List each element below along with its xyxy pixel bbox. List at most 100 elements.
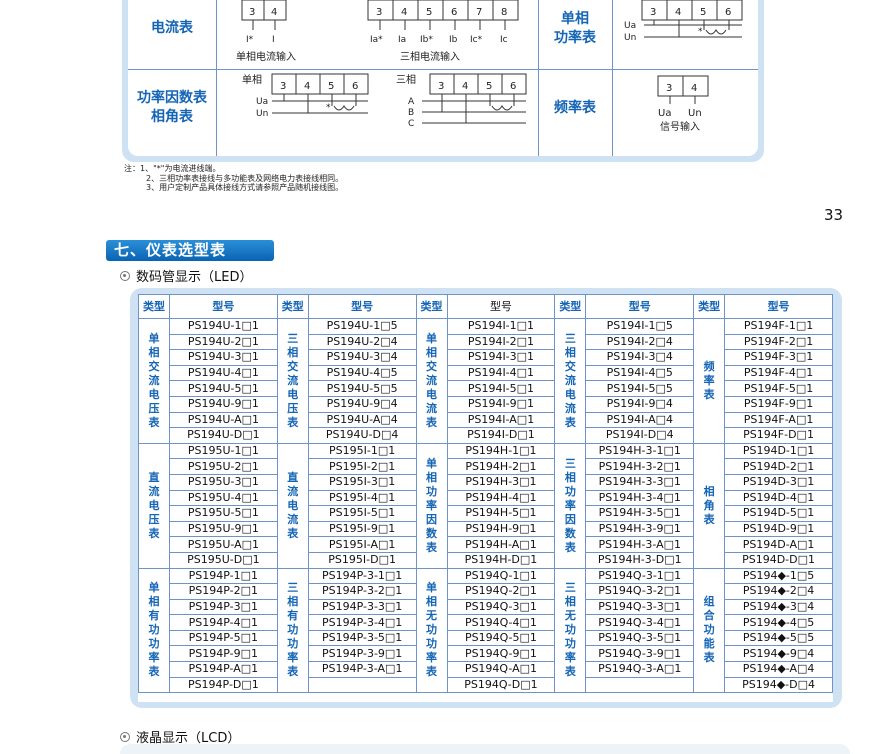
model-cell: PS194I-5□5 bbox=[585, 380, 695, 397]
model-cell: PS194Q-1□1 bbox=[446, 567, 556, 585]
type-cell: 相角表 bbox=[693, 442, 726, 569]
model-cell: PS194U-D□1 bbox=[168, 427, 278, 444]
model-cell: PS195U-1□1 bbox=[168, 442, 278, 460]
wire-label: A bbox=[408, 97, 415, 107]
model-cell: PS194H-3□1 bbox=[446, 473, 556, 491]
wiring-panel-inner: 电流表 单相 功率表 功率因数表 相角表 频率表 3 4 I* I 单相电流输入… bbox=[128, 0, 758, 156]
terminal-label: 4 bbox=[691, 83, 697, 94]
header-model: 型号 bbox=[307, 294, 417, 319]
model-cell: PS194I-1□5 bbox=[585, 318, 695, 335]
led-heading-label: 数码管显示（LED） bbox=[136, 270, 253, 285]
type-cell: 三相无功功率表 bbox=[554, 567, 587, 694]
model-cell: PS194P-5□1 bbox=[168, 629, 278, 647]
type-cell: 单相无功功率表 bbox=[415, 567, 448, 694]
header-type: 类型 bbox=[415, 294, 448, 319]
model-cell: PS194F-9□1 bbox=[724, 395, 833, 413]
lcd-heading: 液晶显示（LCD） bbox=[120, 727, 240, 746]
wire-label: Un bbox=[688, 108, 702, 119]
type-cell: 三相有功功率表 bbox=[276, 567, 309, 694]
model-cell: PS195I-9□1 bbox=[307, 520, 417, 538]
model-cell: PS195I-D□1 bbox=[307, 551, 417, 569]
model-cell: PS195U-2□1 bbox=[168, 458, 278, 475]
model-cell: PS194D-A□1 bbox=[724, 536, 833, 553]
three-phase-label: 三相 bbox=[396, 73, 416, 86]
star-mark: * bbox=[698, 27, 703, 37]
wire-label: Ia bbox=[398, 35, 406, 45]
model-cell: PS194◆-D□4 bbox=[724, 676, 833, 694]
wire-label: I bbox=[272, 35, 275, 45]
model-cell: PS194P-3-2□1 bbox=[307, 583, 417, 600]
lcd-heading-label: 液晶显示（LCD） bbox=[136, 731, 241, 746]
lcd-table-frame bbox=[120, 744, 850, 754]
model-cell: PS194F-5□1 bbox=[724, 380, 833, 397]
header-model: 型号 bbox=[585, 294, 695, 319]
type-cell: 单相交流电流表 bbox=[415, 318, 448, 444]
model-cell: PS194Q-3□1 bbox=[446, 598, 556, 616]
category-label: 功率因数表 相角表 bbox=[137, 90, 207, 125]
model-cell: PS194I-A□1 bbox=[446, 411, 556, 429]
wire-label: Ua bbox=[256, 97, 268, 107]
model-cell: PS194H-9□1 bbox=[446, 520, 556, 538]
header-type: 类型 bbox=[138, 294, 170, 319]
terminal-label: 4 bbox=[401, 7, 407, 18]
model-cell: PS194U-2□4 bbox=[307, 333, 417, 351]
type-label: 单相交流电压表 bbox=[148, 331, 160, 429]
model-cell: PS194P-3-4□1 bbox=[307, 614, 417, 631]
wiring-notes: 注：1、"*"为电流进线端。 2、三相功率表接线与多功能表及网络电力表接线相同。… bbox=[124, 164, 343, 193]
model-cell: PS195U-D□1 bbox=[168, 551, 278, 569]
wire-label: Ic* bbox=[470, 35, 483, 45]
model-cell: PS195I-A□1 bbox=[307, 536, 417, 553]
wire-label: I* bbox=[246, 35, 254, 45]
model-cell: PS194U-9□1 bbox=[168, 395, 278, 413]
terminal-label: 3 bbox=[249, 7, 255, 18]
model-cell: PS194Q-3-2□1 bbox=[585, 583, 695, 600]
model-cell: PS195I-2□1 bbox=[307, 458, 417, 475]
model-cell bbox=[585, 676, 695, 694]
model-cell: PS194U-A□4 bbox=[307, 411, 417, 429]
diagram-caption: 单相电流输入 bbox=[236, 50, 296, 63]
model-cell: PS195U-5□1 bbox=[168, 505, 278, 522]
model-cell: PS194U-3□4 bbox=[307, 349, 417, 366]
model-cell: PS194H-3-9□1 bbox=[585, 520, 695, 538]
model-cell: PS194P-9□1 bbox=[168, 645, 278, 663]
category-frequency: 频率表 bbox=[538, 99, 612, 118]
model-cell: PS194P-3-5□1 bbox=[307, 629, 417, 647]
model-cell: PS194F-1□1 bbox=[724, 318, 833, 335]
table-row: PS195U-A□1 PS195I-A□1 PS194H-A□1 PS194H-3-A… bbox=[139, 536, 833, 553]
terminal-label: 4 bbox=[304, 81, 310, 92]
model-cell: PS194D-2□1 bbox=[724, 458, 833, 475]
header-model: 型号 bbox=[724, 294, 833, 319]
model-cell: PS195U-A□1 bbox=[168, 536, 278, 553]
category-label: 电流表 bbox=[151, 20, 193, 36]
type-cell: 单相功率因数表 bbox=[415, 442, 448, 569]
model-cell: PS194H-3-2□1 bbox=[585, 458, 695, 475]
model-cell: PS194U-4□1 bbox=[168, 364, 278, 382]
category-label: 单相 功率表 bbox=[554, 11, 596, 46]
header-type: 类型 bbox=[693, 294, 726, 319]
model-cell: PS194H-3-A□1 bbox=[585, 536, 695, 553]
type-label: 三相交流电流表 bbox=[564, 331, 576, 429]
model-cell: PS194H-3-5□1 bbox=[585, 505, 695, 522]
model-cell: PS194H-2□1 bbox=[446, 458, 556, 475]
terminal-label: 4 bbox=[675, 7, 681, 18]
model-cell: PS195I-5□1 bbox=[307, 505, 417, 522]
terminal-label: 6 bbox=[451, 7, 457, 18]
single-power-diagram: 3 4 5 6 Ua Un * bbox=[624, 0, 743, 43]
terminal-label: 4 bbox=[462, 81, 468, 92]
model-cell: PS194P-4□1 bbox=[168, 614, 278, 631]
diagram-caption: 三相电流输入 bbox=[400, 50, 460, 63]
pf-three-diagram: 三相 3 4 5 6 A B C bbox=[396, 73, 527, 129]
model-cell: PS194H-A□1 bbox=[446, 536, 556, 553]
terminal-label: 6 bbox=[352, 81, 358, 92]
